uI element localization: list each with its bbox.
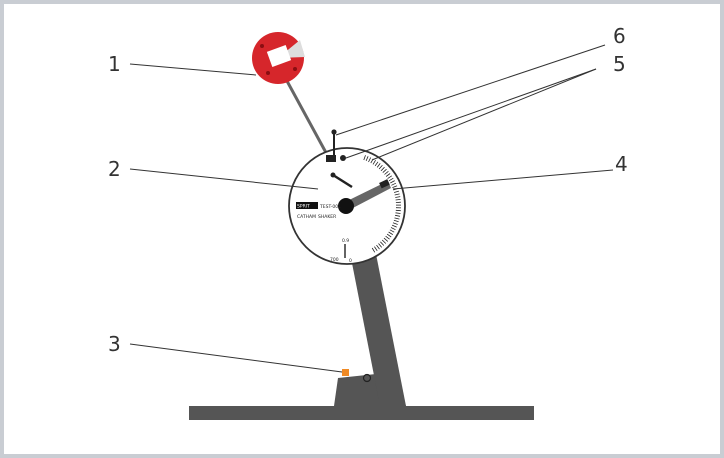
brand-plate	[296, 202, 318, 209]
dial-tick	[365, 156, 369, 162]
foot-screw	[362, 373, 372, 383]
callout-1: 1	[108, 52, 121, 76]
leader-5a	[345, 68, 597, 159]
dial-tick	[363, 155, 366, 161]
pointer-tip	[379, 179, 390, 189]
pendulum-rod	[279, 69, 332, 161]
dial-tick	[376, 244, 380, 250]
dial-tick	[378, 164, 383, 170]
dial-tick	[382, 168, 387, 173]
dial-tick	[380, 166, 385, 172]
leader-3	[129, 343, 343, 373]
dial-tick	[391, 182, 397, 186]
pendulum-hammer	[252, 32, 305, 84]
dial-tick	[378, 243, 383, 248]
dial-tick	[385, 173, 391, 177]
dial-tick	[391, 224, 397, 228]
drag-pointer	[343, 181, 391, 210]
leader-4	[392, 169, 614, 190]
dial-scale	[363, 155, 402, 253]
dial-bottom-right: 0	[349, 258, 352, 264]
dial-tick	[390, 227, 396, 231]
dial-tick	[381, 239, 387, 244]
dial-tick	[386, 233, 392, 238]
dial-tick	[392, 185, 398, 188]
callout-5: 5	[613, 52, 626, 76]
dial-tick	[387, 175, 393, 179]
leader-6	[335, 44, 606, 136]
adjust-screw	[340, 155, 346, 161]
dial-tick	[395, 196, 401, 198]
dial-tick	[368, 157, 372, 163]
dial-text-left: CATHAM	[297, 214, 316, 220]
dial-tick	[395, 212, 401, 214]
dial-tick	[395, 214, 401, 217]
dial-tick	[388, 177, 394, 182]
dial-tick	[380, 241, 385, 246]
dial-tick	[395, 199, 401, 201]
leader-2	[129, 168, 319, 190]
release-latch	[326, 155, 336, 162]
dial-tick	[384, 170, 389, 175]
dial-tick	[393, 219, 399, 223]
dial-tick	[374, 246, 378, 252]
dial-tick	[374, 161, 379, 167]
dial-brand: SPRIT	[297, 204, 310, 210]
base-plate	[189, 406, 534, 420]
dial-text-right: SHAKER	[318, 214, 336, 220]
dial-bottom-mid: 0.9	[342, 238, 349, 244]
callout-3: 3	[108, 332, 121, 356]
dial-tick	[390, 180, 395, 184]
stop-block	[342, 369, 349, 376]
dial-tick	[372, 159, 376, 165]
dial-tick	[383, 237, 389, 242]
callout-4: 4	[615, 152, 628, 176]
dial-bottom-left: 700	[330, 257, 339, 263]
dial-tick	[394, 193, 400, 196]
callout-6: 6	[613, 24, 626, 48]
dial-tick	[392, 222, 398, 225]
leader-1	[129, 63, 257, 76]
lever-pivot	[330, 172, 336, 178]
callout-2: 2	[108, 157, 121, 181]
dial-tick	[389, 229, 395, 233]
dial-tick	[385, 235, 390, 240]
dial-tick	[394, 217, 400, 220]
inner-lever	[332, 173, 353, 189]
dial-model: TEST-001	[319, 204, 341, 210]
dial-tick	[376, 163, 381, 168]
stand-column	[351, 254, 406, 406]
dial-tick	[371, 247, 376, 253]
dial-tick	[388, 231, 394, 235]
dial-tick	[393, 190, 400, 193]
leader-5b	[371, 68, 597, 161]
dial-hub	[338, 198, 354, 214]
latch-knob	[331, 129, 337, 135]
